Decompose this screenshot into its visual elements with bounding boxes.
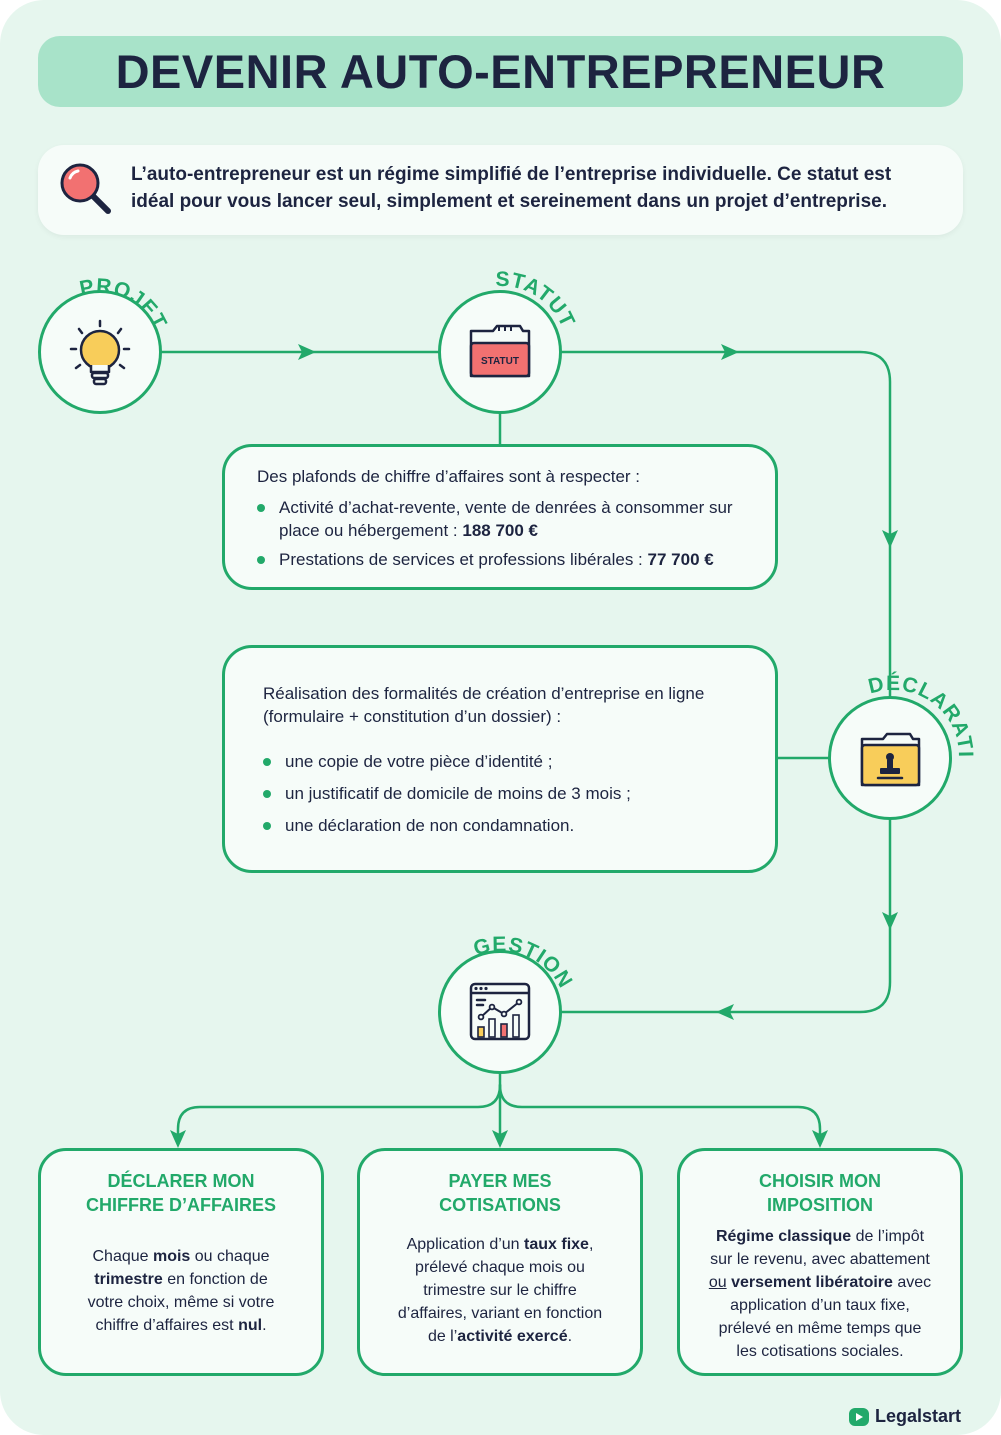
arrow-head-6: [170, 1130, 186, 1148]
plafonds-item: Activité d’achat-revente, vente de denré…: [257, 496, 753, 542]
box-title: DÉCLARER MON CHIFFRE D’AFFAIRES: [41, 1169, 321, 1217]
lightbulb-icon: [69, 319, 131, 386]
arrow-head-7: [492, 1130, 508, 1148]
box-text: Application d’un taux fixe, prélevé chaq…: [360, 1233, 640, 1348]
step-statut: STATUT: [438, 290, 562, 414]
plafonds-item-text: Prestations de services et professions l…: [279, 550, 643, 569]
connector-gestion-right: [498, 1083, 822, 1142]
connector-declaration-gestion: [560, 818, 892, 1014]
box-title: PAYER MES COTISATIONS: [360, 1169, 640, 1217]
box-text-fragment: d’affaires, variant en fonction: [397, 1305, 603, 1322]
box-title-line-2: IMPOSITION: [766, 1195, 873, 1215]
box-title-line-2: CHIFFRE D’AFFAIRES: [85, 1195, 276, 1215]
plafonds-item-text: Activité d’achat-revente, vente de denré…: [279, 498, 733, 540]
arrow-head-1: [298, 344, 316, 360]
plafonds-item: Prestations de services et professions l…: [257, 548, 753, 571]
box-text-fragment: prélevé en même temps que: [718, 1320, 922, 1337]
folder-statut-icon: STATUT: [469, 324, 531, 378]
folder-stamp-icon: [860, 732, 921, 787]
box-text-fragment: .: [567, 1328, 573, 1345]
box-text-bold: taux fixe: [524, 1236, 589, 1253]
intro-line-2: idéal pour vous lancer seul, simplement …: [131, 191, 887, 212]
box-text-bold: versement libératoire: [731, 1274, 893, 1291]
connector-statut-declaration: [560, 350, 892, 698]
arrow-head-4: [882, 912, 898, 930]
analytics-dashboard-icon: [469, 982, 531, 1041]
box-text-fragment: ou chaque: [190, 1248, 270, 1265]
intro-text: L’auto-entrepreneur est un régime simpli…: [131, 161, 951, 215]
brand-name: Legalstart: [875, 1405, 962, 1426]
box-text-underline: ou: [708, 1274, 727, 1291]
box-text-fragment: sur le revenu, avec abattement: [710, 1251, 930, 1268]
formalites-item: une déclaration de non condamnation.: [263, 814, 751, 837]
step-declaration: [828, 696, 952, 820]
page-title: DEVENIR AUTO-ENTREPRENEUR: [115, 45, 886, 98]
formalites-item: un justificatif de domicile de moins de …: [263, 782, 751, 805]
arrow-head-5: [716, 1004, 734, 1020]
formalites-list: une copie de votre pièce d’identité ; un…: [263, 750, 751, 837]
box-text-bold: mois: [152, 1248, 191, 1265]
formalites-box: Réalisation des formalités de création d…: [222, 645, 778, 873]
intro-card: L’auto-entrepreneur est un régime simpli…: [38, 145, 963, 235]
formalites-item: une copie de votre pièce d’identité ;: [263, 750, 751, 773]
connector-gestion-split: [176, 1072, 502, 1142]
box-chiffre-affaires: DÉCLARER MON CHIFFRE D’AFFAIRES Chaque mo…: [38, 1148, 324, 1376]
box-text-fragment: .: [262, 1317, 267, 1334]
box-title-line-2: COTISATIONS: [439, 1195, 561, 1215]
arrow-head-8: [812, 1130, 828, 1148]
plafonds-item-value: 188 700 €: [462, 521, 538, 540]
box-text-bold: nul: [238, 1317, 263, 1334]
plafonds-intro: Des plafonds de chiffre d’affaires sont …: [257, 467, 641, 486]
box-text-fragment: de l’: [427, 1328, 458, 1345]
box-title: CHOISIR MON IMPOSITION: [680, 1169, 960, 1217]
folder-label: STATUT: [481, 356, 519, 367]
box-text-bold: activité exercé: [457, 1328, 568, 1345]
box-text-fragment: chiffre d’affaires est: [95, 1317, 239, 1334]
box-text-fragment: les cotisations sociales.: [736, 1343, 904, 1360]
box-text: Régime classique de l’impôt sur le reven…: [680, 1225, 960, 1363]
box-text-fragment: application d’un taux fixe,: [730, 1297, 910, 1314]
intro-line-1: L’auto-entrepreneur est un régime simpli…: [131, 164, 892, 185]
box-title-line-1: DÉCLARER MON: [107, 1171, 255, 1191]
plafonds-box: Des plafonds de chiffre d’affaires sont …: [222, 444, 778, 590]
title-banner: DEVENIR AUTO-ENTREPRENEUR: [38, 36, 963, 107]
box-text-fragment: trimestre sur le chiffre: [423, 1282, 577, 1299]
box-text-fragment: Chaque: [92, 1248, 153, 1265]
plafonds-list: Activité d’achat-revente, vente de denré…: [257, 496, 753, 571]
brand-logo: Legalstart: [848, 1404, 961, 1428]
box-imposition: CHOISIR MON IMPOSITION Régime classique d…: [677, 1148, 963, 1376]
box-cotisations: PAYER MES COTISATIONS Application d’un ta…: [357, 1148, 643, 1376]
formalites-intro: Réalisation des formalités de création d…: [263, 684, 705, 726]
box-title-line-1: CHOISIR MON: [758, 1171, 881, 1191]
plafonds-item-value: 77 700 €: [647, 550, 714, 569]
box-text-bold: Régime classique: [715, 1228, 852, 1245]
box-text-fragment: de l’impôt: [851, 1228, 925, 1245]
legalstart-logo-icon: [849, 1408, 869, 1426]
box-text-fragment: prélevé chaque mois ou: [415, 1259, 585, 1276]
magnifier-icon: [60, 163, 111, 214]
box-text-fragment: Application d’un: [406, 1236, 525, 1253]
box-text: Chaque mois ou chaque trimestre en fonct…: [41, 1245, 321, 1337]
box-text-fragment: votre choix, même si votre: [87, 1294, 275, 1311]
arrow-head-3: [882, 530, 898, 548]
box-text-fragment: avec: [892, 1274, 932, 1291]
box-text-fragment: ,: [588, 1236, 594, 1253]
box-text-bold: trimestre: [94, 1271, 163, 1288]
arrow-head-2: [721, 344, 739, 360]
box-text-fragment: en fonction de: [162, 1271, 268, 1288]
box-title-line-1: PAYER MES: [448, 1171, 552, 1191]
step-gestion: [438, 950, 562, 1074]
step-projet: [38, 290, 162, 414]
